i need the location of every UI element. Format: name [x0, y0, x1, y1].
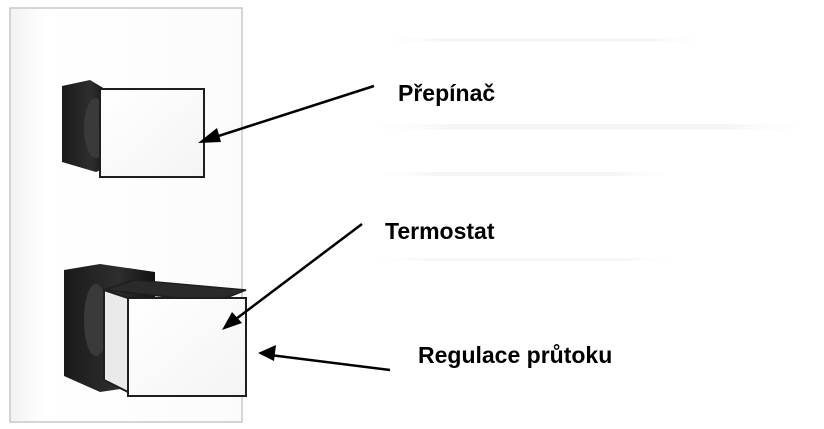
thermostat-arrow-head — [222, 312, 242, 330]
switch-label: Přepínač — [398, 80, 496, 106]
flow-control-face — [127, 297, 247, 397]
flow-control-arrow-line — [269, 353, 391, 372]
switch-knob-face — [99, 88, 205, 178]
arrows — [198, 84, 391, 372]
switch-knob — [62, 80, 205, 178]
thermostat-knob-stem — [84, 284, 108, 356]
switch-arrow-line — [205, 84, 375, 142]
thermostat-arrow-line — [227, 223, 363, 326]
thermostat-label: Termostat — [385, 218, 495, 244]
flow-control-arrow-head — [258, 345, 276, 361]
thermostat-knob — [64, 264, 247, 397]
background-streaks — [360, 38, 820, 261]
flow-control-label: Regulace průtoku — [418, 342, 613, 368]
thermostat-knob-side — [103, 288, 129, 394]
switch-arrow-head — [198, 128, 221, 143]
